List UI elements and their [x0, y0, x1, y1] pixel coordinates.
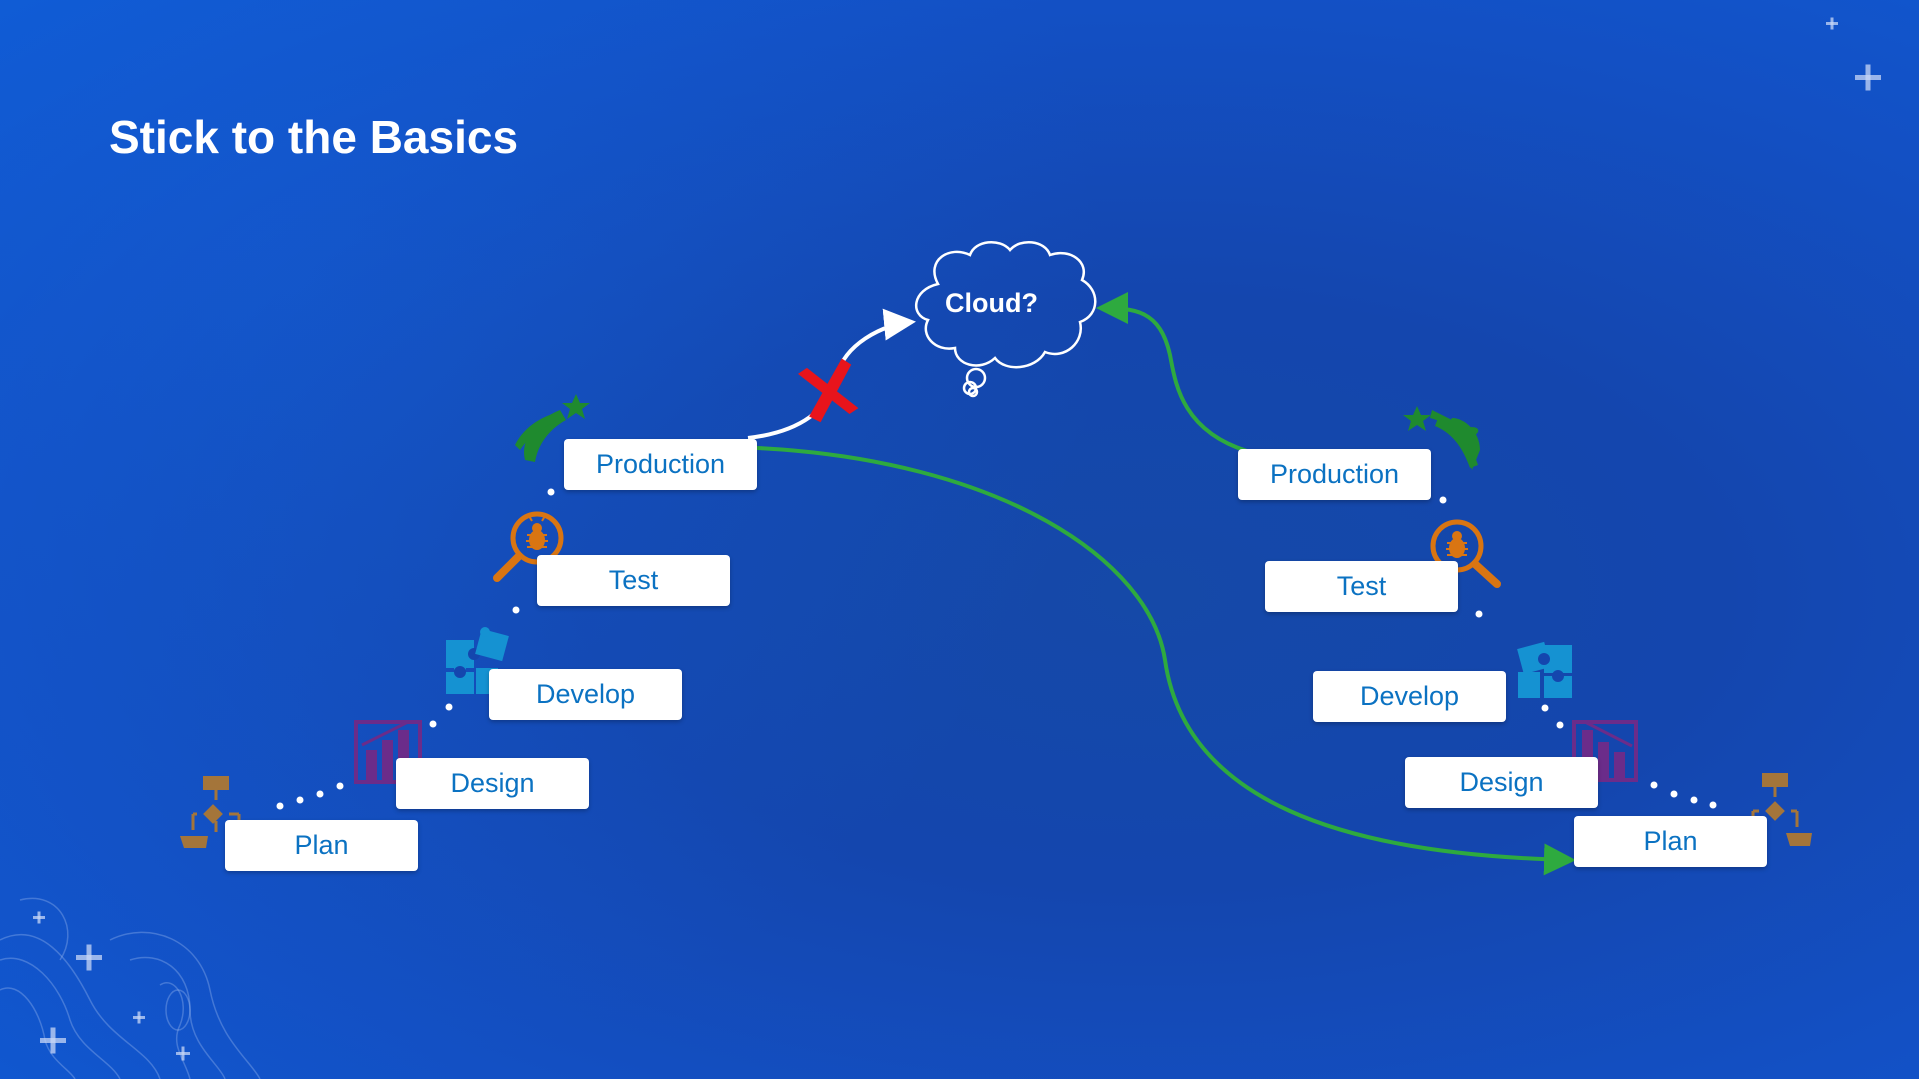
left-dotted-path — [276, 488, 555, 810]
production-to-plan-arrow — [756, 446, 1576, 876]
puzzle-icon — [1517, 641, 1572, 698]
slide-title: Stick to the Basics — [109, 111, 519, 163]
topo-decoration — [0, 897, 261, 1079]
blocked-x-icon — [797, 358, 859, 423]
left-step-design: Design — [396, 758, 589, 809]
thought-cloud-icon — [914, 241, 1097, 398]
cloud-label: Cloud? — [945, 288, 1038, 318]
left-step-develop: Develop — [489, 669, 682, 720]
left-step-production: Production — [564, 439, 757, 490]
bug-search-icon — [1430, 519, 1501, 588]
right-step-production: Production — [1238, 449, 1431, 500]
shooting-star-icon — [515, 394, 590, 462]
right-step-design: Design — [1405, 757, 1598, 808]
right-dotted-path — [1439, 496, 1717, 809]
right-step-develop: Develop — [1313, 671, 1506, 722]
right-production-to-cloud-arrow — [1096, 292, 1248, 453]
right-step-plan: Plan — [1574, 816, 1767, 867]
shooting-star-icon — [1403, 406, 1480, 470]
plus-decoration — [33, 17, 1881, 1061]
right-step-test: Test — [1265, 561, 1458, 612]
left-step-test: Test — [537, 555, 730, 606]
left-step-plan: Plan — [225, 820, 418, 871]
